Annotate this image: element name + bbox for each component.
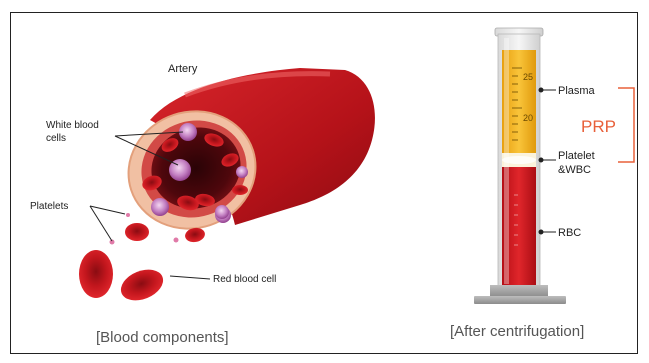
label-platelet-2: &WBC — [558, 164, 591, 176]
label-prp: PRP — [581, 117, 616, 136]
red-blood-cell-large — [116, 264, 167, 306]
white-blood-cell — [236, 166, 248, 178]
tube-mark-20: 20 — [523, 113, 533, 123]
prp-bracket — [618, 88, 634, 162]
red-blood-cell-large — [79, 250, 113, 298]
label-rbc: RBC — [558, 227, 581, 239]
right-leader-lines — [539, 88, 557, 235]
label-white-blood-cells-1: White blood — [46, 120, 99, 131]
label-red-blood-cell: Red blood cell — [213, 274, 276, 285]
caption-after-centrifugation: [After centrifugation] — [450, 323, 584, 340]
caption-blood-components: [Blood components] — [96, 329, 229, 346]
label-platelet-1: Platelet — [558, 150, 595, 162]
tube-foot — [474, 296, 566, 304]
label-platelets: Platelets — [30, 201, 68, 212]
artery-illustration — [79, 68, 375, 306]
label-white-blood-cells-2: cells — [46, 133, 66, 144]
platelet — [174, 238, 179, 243]
label-plasma: Plasma — [558, 85, 596, 97]
tube-base — [490, 285, 548, 297]
platelet — [126, 213, 130, 217]
tube-mark-25: 25 — [523, 72, 533, 82]
centrifuge-tube: 25 20 — [474, 28, 566, 304]
label-artery: Artery — [168, 63, 198, 75]
